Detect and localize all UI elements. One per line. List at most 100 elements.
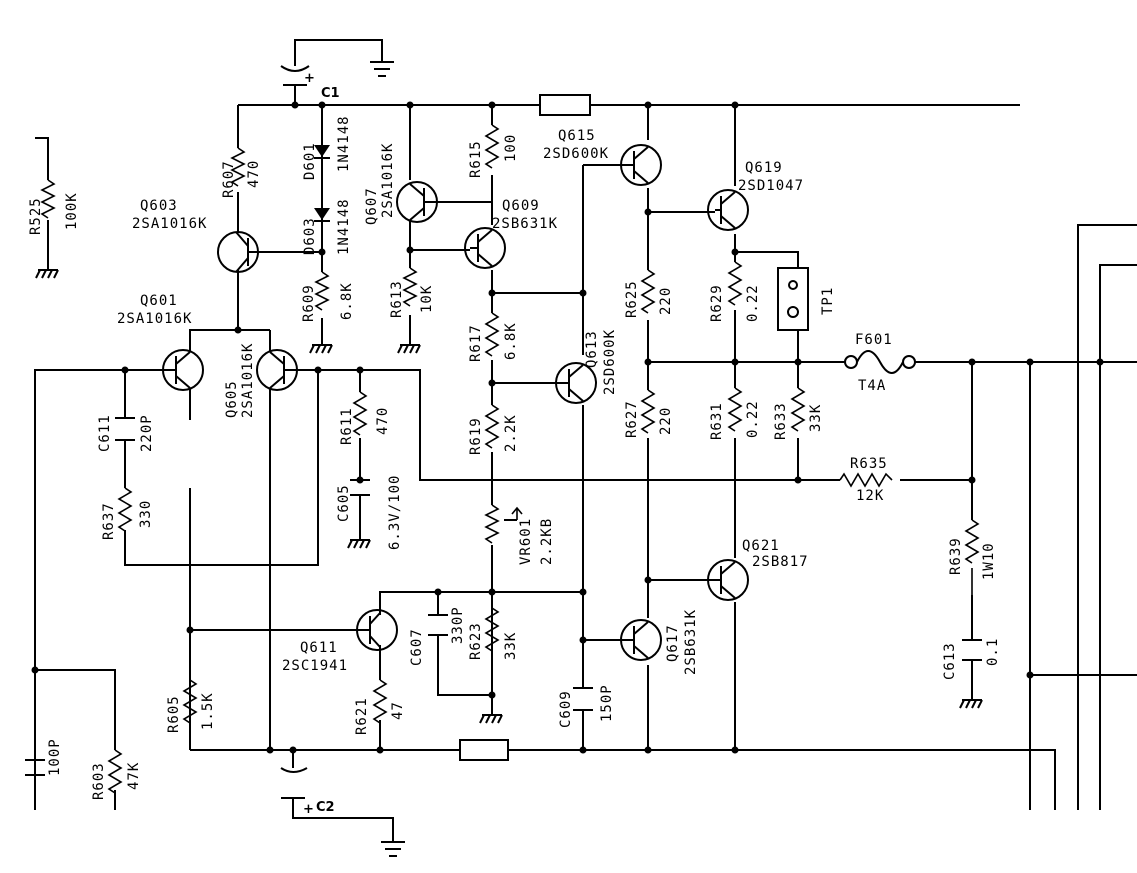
r631-value: 0.22 (745, 400, 761, 438)
r633-value: 33K (808, 404, 824, 432)
r623-symbol (484, 607, 500, 652)
r603-symbol (107, 749, 123, 794)
r623-label: R623 (468, 622, 484, 660)
junction-dot (314, 366, 322, 374)
junction-dot (318, 248, 326, 256)
r629-label: R629 (709, 284, 725, 322)
c2-polarity: + (303, 802, 314, 817)
q621-type: 2SB817 (752, 554, 809, 570)
junction-dot (488, 101, 496, 109)
r613-symbol (402, 267, 418, 307)
negative-rail-wire (190, 749, 1056, 810)
r609-label: R609 (301, 284, 317, 322)
q607-circle (396, 181, 438, 223)
r621-symbol (372, 679, 388, 724)
r605-symbol (182, 679, 198, 724)
r615-symbol (484, 124, 500, 169)
r619-label: R619 (468, 417, 484, 455)
r615-label: R615 (468, 140, 484, 178)
r619-symbol (484, 404, 500, 449)
q615-type: 2SD600K (543, 146, 609, 162)
top-power-resistor (539, 94, 591, 116)
junction-dot (794, 476, 802, 484)
tp1-label: TP1 (820, 287, 836, 315)
junction-dot (968, 476, 976, 484)
q605-type: 2SA1016K (240, 343, 256, 418)
junction-dot (291, 101, 299, 109)
c611-label: C611 (97, 414, 113, 452)
junction-dot (434, 588, 442, 596)
wires (34, 39, 1137, 842)
c1-plate-curved (280, 65, 310, 72)
junction-dot (121, 366, 129, 374)
q609-type: 2SB631K (492, 216, 558, 232)
right-bus-wires (1029, 224, 1137, 810)
f601-label: F601 (855, 332, 893, 348)
q613-label: Q613 (584, 330, 600, 368)
driver-column-wire (582, 164, 618, 750)
q609-base-wire (430, 201, 493, 225)
r607-symbol (230, 147, 246, 187)
r621-label: R621 (354, 697, 370, 735)
r603-label: R603 (91, 762, 107, 800)
q619-type: 2SD1047 (738, 178, 804, 194)
fuse-left-terminal (844, 355, 858, 369)
tp1-pin-icon (787, 306, 799, 318)
q619-circle (707, 189, 749, 231)
junction-dot (644, 746, 652, 754)
q601-body (168, 351, 191, 389)
d601-label: D601 (302, 142, 318, 180)
junction-dot (266, 746, 274, 754)
r639-value: 1W10 (981, 542, 997, 580)
q603-type: 2SA1016K (132, 216, 207, 232)
c-left-value: 100P (47, 738, 63, 776)
junction-dot (488, 379, 496, 387)
junction-dot (644, 101, 652, 109)
r631-symbol (727, 387, 743, 432)
junction-dot (644, 358, 652, 366)
r629-value: 0.22 (745, 284, 761, 322)
junction-dot (731, 746, 739, 754)
junction-dot (579, 588, 587, 596)
chassis-ground-icon (959, 699, 983, 709)
ground-icon (370, 61, 394, 77)
q603-branch-wire (189, 105, 270, 352)
r621-value: 47 (390, 701, 406, 720)
q619-label: Q619 (745, 160, 783, 176)
resistor-symbols (40, 94, 980, 794)
bottom-power-resistor (459, 739, 509, 761)
r637-value: 330 (138, 500, 154, 528)
q605-label: Q605 (224, 380, 240, 418)
r635-symbol (839, 472, 893, 488)
d603-triangle (314, 208, 330, 220)
q621-circle (707, 559, 749, 601)
chassis-ground-icon (309, 344, 333, 354)
c609-symbol (573, 687, 593, 711)
junction-dot (731, 101, 739, 109)
fuse-right-terminal (902, 355, 916, 369)
junction-dot (186, 626, 194, 634)
r639-symbol (964, 519, 980, 595)
r637-label: R637 (101, 502, 117, 540)
q607-type: 2SA1016K (380, 143, 396, 218)
r525-label: R525 (28, 197, 44, 235)
c607-symbol (428, 614, 448, 636)
r635-label: R635 (850, 456, 888, 472)
q615-label: Q615 (558, 128, 596, 144)
q603-label: Q603 (140, 198, 178, 214)
r627-value: 220 (658, 407, 674, 435)
r525-symbol (40, 179, 56, 219)
c609-label: C609 (558, 690, 574, 728)
r617-label: R617 (468, 324, 484, 362)
chassis-ground-icon (397, 344, 421, 354)
q611-type: 2SC1941 (282, 658, 348, 674)
f601-value: T4A (858, 378, 886, 394)
ground-symbols (35, 61, 983, 857)
junction-dot (356, 476, 364, 484)
vr601-value: 2.2KB (539, 518, 555, 565)
r637-symbol (117, 487, 133, 532)
vr601-label: VR601 (518, 518, 534, 565)
c1-label: C1 (321, 86, 340, 101)
fuse-symbol (856, 350, 904, 374)
c-left-symbol (25, 740, 45, 810)
